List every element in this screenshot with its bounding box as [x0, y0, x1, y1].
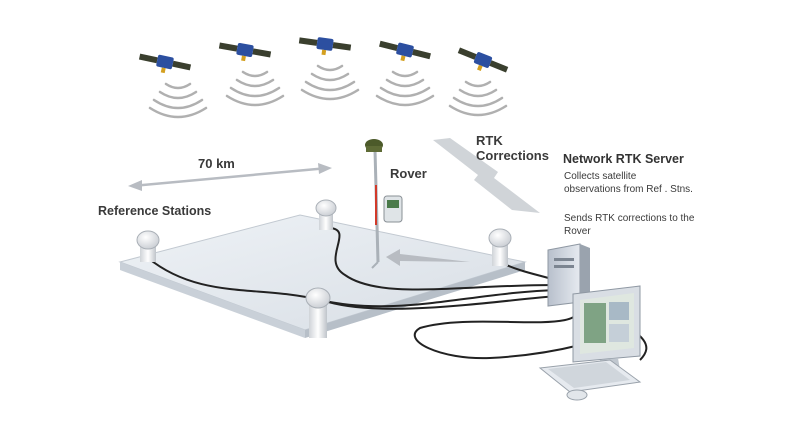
rtk-line-1: RTK [476, 133, 503, 148]
server-tower-icon [547, 243, 590, 307]
reference-station-icon [315, 199, 337, 230]
reference-stations-label: Reference Stations [98, 204, 212, 218]
satellite-icon [457, 47, 509, 73]
keyboard-icon [538, 359, 642, 393]
monitor-icon [572, 285, 641, 372]
signal-wave-icon [448, 80, 508, 117]
satellite-icon [298, 37, 352, 56]
lightning-bolt-icon [433, 138, 540, 213]
server-desc1-line1: Collects satellite [564, 171, 637, 182]
signal-wave-icon [300, 64, 360, 101]
mouse-icon [566, 389, 588, 401]
reference-station-icon [488, 228, 512, 266]
rover-icon [365, 139, 403, 269]
reference-station-icon [136, 230, 160, 262]
server-description-collect: Collects satellite observations from Ref… [564, 170, 693, 196]
signal-wave-icon [225, 70, 285, 107]
server-desc1-line2: observations from Ref . Stns. [564, 184, 693, 195]
server-description-send: Sends RTK corrections to the Rover [564, 212, 694, 238]
satellite-icon [138, 53, 192, 74]
correction-arrow [386, 249, 470, 266]
satellite-icon [379, 40, 431, 62]
signal-waves [148, 64, 508, 119]
distance-label: 70 km [198, 156, 235, 171]
signal-wave-icon [375, 70, 435, 107]
reference-station-icon [305, 287, 331, 338]
rtk-line-2: Corrections [476, 148, 549, 163]
server-desc2-line1: Sends RTK corrections to the [564, 213, 695, 224]
server-title: Network RTK Server [563, 152, 684, 166]
satellite-group [138, 37, 509, 74]
rover-label: Rover [390, 166, 427, 181]
signal-wave-icon [148, 82, 208, 119]
rtk-corrections-label: RTK Corrections [476, 133, 549, 163]
satellite-icon [218, 42, 272, 62]
ground-platform [118, 214, 527, 338]
server-desc2-line2: Rover [564, 226, 591, 237]
distance-arrow [128, 163, 332, 191]
